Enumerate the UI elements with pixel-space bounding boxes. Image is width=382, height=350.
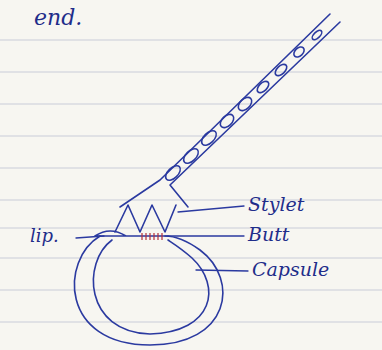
leader-lines bbox=[76, 206, 248, 271]
capsule-outer bbox=[74, 236, 222, 345]
part-label: lip. bbox=[30, 226, 59, 246]
part-label: Stylet bbox=[248, 194, 304, 215]
butt-hatching bbox=[142, 233, 162, 240]
part-label: Butt bbox=[248, 224, 289, 245]
thread-coils bbox=[163, 29, 323, 183]
part-label: end. bbox=[34, 6, 82, 30]
stylets bbox=[115, 205, 176, 232]
part-label: Capsule bbox=[252, 259, 329, 280]
lip bbox=[95, 231, 168, 236]
ruled-lines bbox=[0, 40, 382, 322]
capsule-inner bbox=[93, 240, 208, 334]
thread-tube bbox=[120, 14, 340, 207]
